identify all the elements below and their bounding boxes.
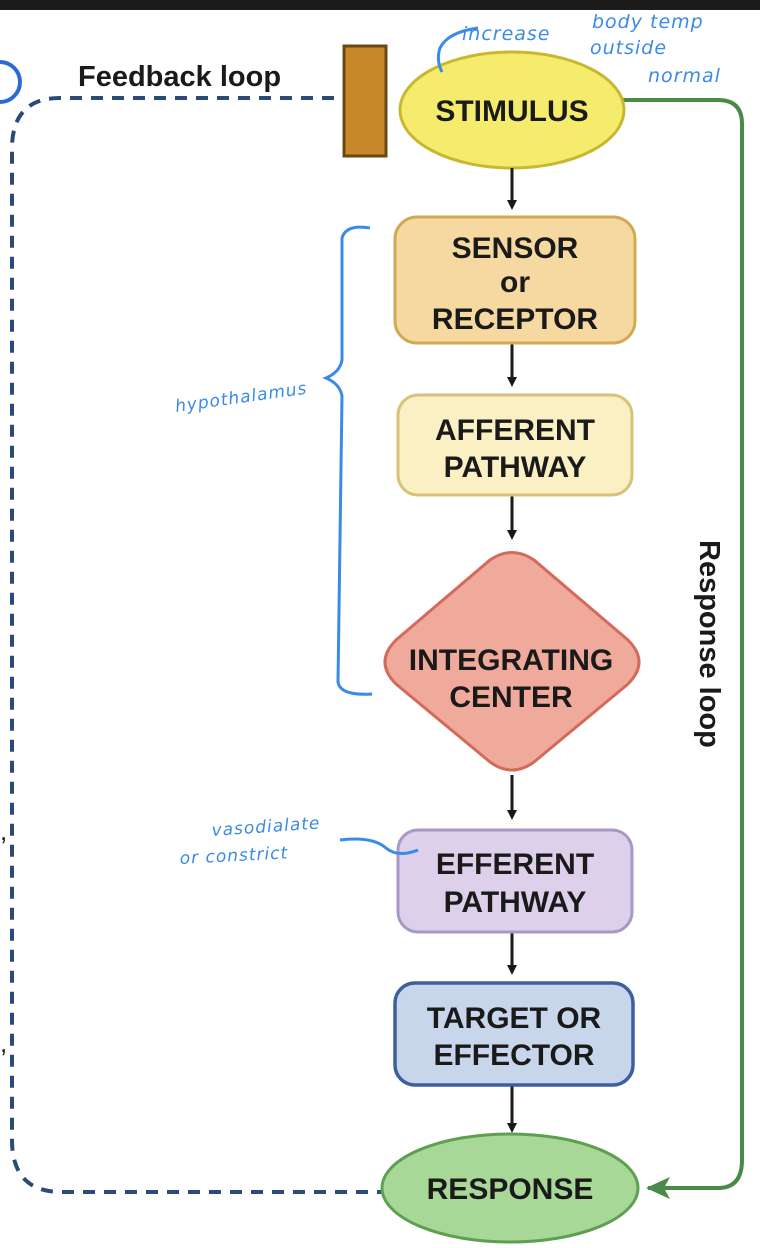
stimulus-label: STIMULUS [435,95,588,128]
response-node: RESPONSE [380,1132,640,1244]
integrating-label-line1: INTEGRATING [409,644,613,677]
target-label-line1: TARGET OR [427,1002,602,1035]
response-loop-path [622,98,744,1199]
target-node: TARGET OR EFFECTOR [393,981,635,1087]
stray-mark: , [0,1028,7,1058]
partial-circle-icon [0,60,22,104]
sensor-label-line1: SENSOR [452,232,579,265]
hypothalamus-annotation: hypothalamus [174,225,373,696]
stimulus-annotation: increase body temp outside normal [436,11,721,87]
response-loop-label: Response loop [693,540,725,748]
response-label: RESPONSE [427,1173,594,1206]
integrating-node: INTEGRATING CENTER [383,551,641,772]
sensor-label-line3: RECEPTOR [432,303,598,336]
stimulus-node: STIMULUS [398,50,626,170]
feedback-plug-block [342,44,388,158]
sensor-label-line2: or [500,266,530,299]
stray-mark: , [0,816,7,846]
target-label-line2: EFFECTOR [433,1039,594,1072]
stimulus-note-word4: normal [648,65,721,87]
top-bar [0,0,760,10]
efferent-label-line2: PATHWAY [444,886,587,919]
afferent-label-line2: PATHWAY [444,451,587,484]
sensor-node: SENSOR or RECEPTOR [393,215,637,345]
efferent-label-line1: EFFERENT [436,848,594,881]
efferent-annotation: vasodialate or constrict [179,813,419,869]
afferent-label-line1: AFFERENT [435,414,595,447]
afferent-node: AFFERENT PATHWAY [396,393,634,497]
feedback-loop-label: Feedback loop [78,61,281,93]
integrating-label-line2: CENTER [449,681,573,714]
efferent-note-line1: vasodialate [211,813,321,841]
efferent-node: EFFERENT PATHWAY [396,828,634,934]
stimulus-note-word2: body temp [592,11,704,33]
bracket-note: hypothalamus [174,379,309,417]
feedback-loop-path [10,96,385,1194]
stimulus-note-word1: increase [462,23,551,45]
stimulus-note-word3: outside [590,37,667,59]
efferent-note-line2: or constrict [179,843,289,869]
